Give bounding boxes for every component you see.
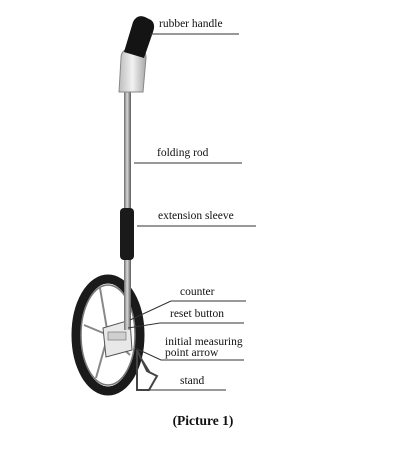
- handle: [118, 16, 155, 93]
- label-stand: stand: [180, 375, 205, 387]
- rod: [120, 90, 134, 330]
- figure-caption: (Picture 1): [172, 413, 234, 428]
- label-point-arrow-line2: point arrow: [165, 347, 219, 359]
- leader-lines: [127, 33, 256, 391]
- label-reset-button: reset button: [170, 308, 224, 320]
- label-initial-measuring-line1: initial measuring: [165, 336, 243, 348]
- extension-sleeve-grip: [120, 208, 134, 260]
- label-extension-sleeve: extension sleeve: [158, 210, 234, 222]
- label-folding-rod: folding rod: [157, 147, 209, 159]
- stand: [136, 349, 159, 391]
- wheel: [71, 274, 145, 396]
- label-initial-measuring-point-arrow: initial measuring point arrow: [165, 336, 243, 359]
- label-rubber-handle: rubber handle: [159, 18, 223, 30]
- label-counter: counter: [180, 286, 215, 298]
